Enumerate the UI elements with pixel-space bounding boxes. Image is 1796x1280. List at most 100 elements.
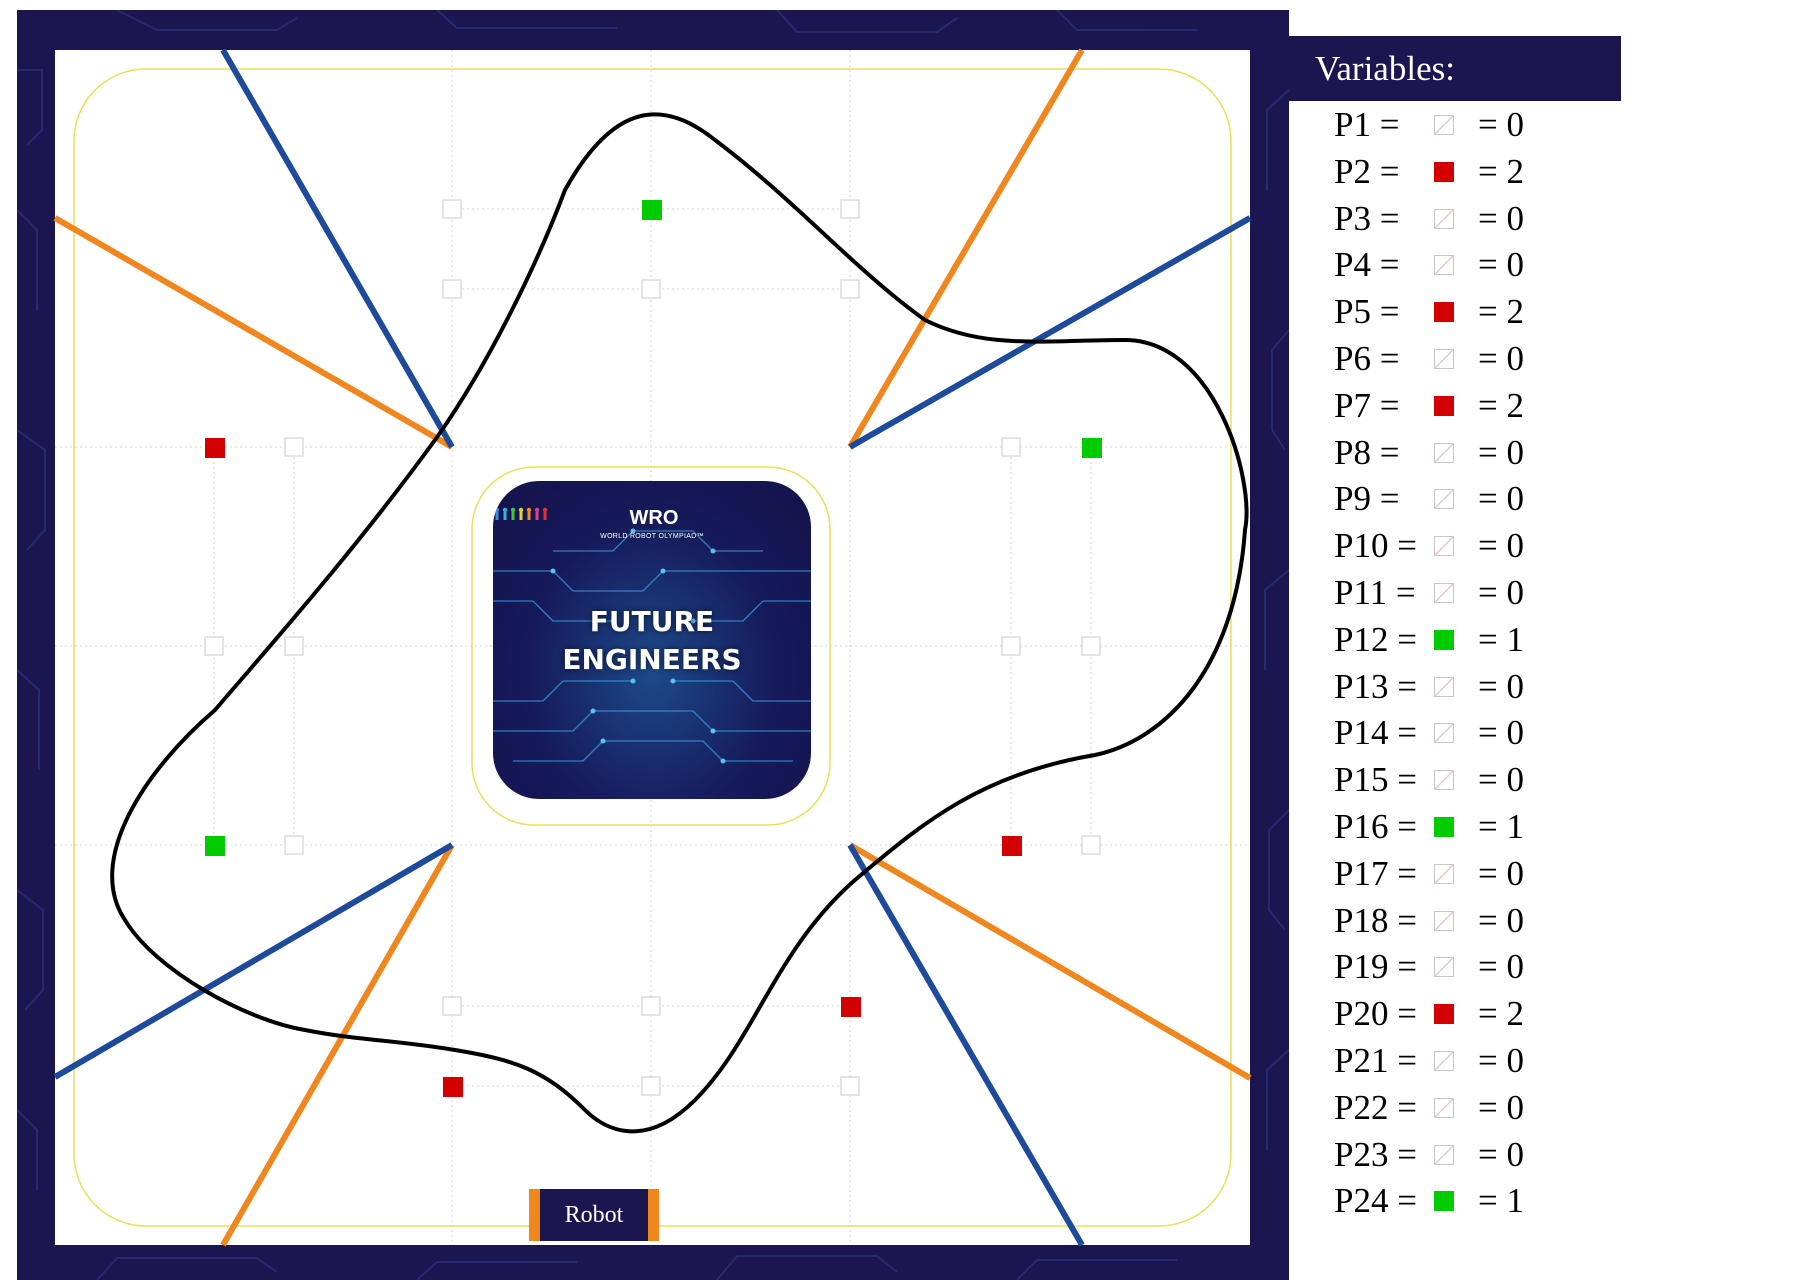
variable-label: P14 = — [1334, 713, 1417, 753]
field-drawing — [53, 48, 1252, 1247]
variable-label: P9 = — [1334, 479, 1400, 519]
card-title-line1: FUTURE — [589, 605, 715, 638]
pillar-slot — [840, 199, 860, 219]
empty-swatch-icon — [1434, 770, 1454, 791]
card-circuit-art — [493, 528, 811, 764]
variable-label: P13 = — [1334, 666, 1417, 706]
variable-label: P23 = — [1334, 1134, 1417, 1174]
wro-figures-icon — [494, 507, 548, 520]
empty-swatch-icon — [1434, 1097, 1454, 1118]
pillar-slot — [1001, 437, 1021, 457]
empty-swatch-icon — [1434, 349, 1454, 369]
variable-value: = 2 — [1478, 292, 1524, 332]
pillar-slot — [284, 835, 304, 855]
variable-value: = 0 — [1478, 432, 1524, 472]
empty-swatch-icon — [1434, 676, 1454, 697]
variable-value: = 0 — [1478, 713, 1524, 753]
variable-value: = 2 — [1478, 385, 1524, 425]
grid-lines — [55, 50, 1250, 1245]
variable-value: = 0 — [1478, 1134, 1524, 1174]
variable-value: = 0 — [1478, 947, 1524, 987]
variable-value: = 0 — [1478, 245, 1524, 285]
variable-value: = 1 — [1478, 807, 1524, 846]
pillar-slot — [284, 636, 304, 656]
variable-label: P22 = — [1334, 1087, 1417, 1127]
variable-value: = 0 — [1478, 198, 1524, 238]
green-pillars — [205, 200, 1102, 856]
empty-swatch-icon — [1434, 863, 1454, 884]
red-swatch-icon — [1434, 1004, 1454, 1025]
variable-value: = 0 — [1478, 666, 1524, 706]
variable-value: = 0 — [1478, 339, 1524, 378]
variable-label: P6 = — [1334, 339, 1400, 378]
red-pillars — [205, 438, 1022, 1097]
variable-label: P2 = — [1334, 151, 1400, 191]
variable-label: P18 = — [1334, 900, 1417, 940]
pillar-slot — [284, 437, 304, 457]
variable-label: P4 = — [1334, 245, 1400, 285]
variable-label: P7 = — [1334, 385, 1400, 425]
variable-value: = 0 — [1478, 479, 1524, 519]
empty-swatch-icon — [1434, 208, 1454, 229]
red-swatch-icon — [1434, 395, 1454, 416]
red-swatch-icon — [1434, 161, 1454, 182]
variable-value: = 2 — [1478, 151, 1524, 191]
red-swatch-icon — [1434, 302, 1454, 323]
variable-value: = 0 — [1478, 105, 1524, 144]
pillar-slot — [840, 279, 860, 299]
red-pillar — [205, 438, 225, 458]
variable-label: P12 = — [1334, 619, 1417, 659]
pillar-slot — [1081, 636, 1101, 656]
pillar-slot — [1001, 636, 1021, 656]
variable-label: P10 = — [1334, 526, 1417, 566]
green-swatch-icon — [1434, 629, 1454, 650]
variable-value: = 0 — [1478, 1087, 1524, 1127]
pillar-slot — [641, 996, 661, 1016]
empty-swatch-icon — [1434, 255, 1454, 276]
card-title-line2: ENGINEERS — [562, 643, 742, 676]
empty-swatch-icon — [1434, 536, 1454, 557]
orange-lines — [53, 48, 1252, 1247]
pillar-slot — [204, 636, 224, 656]
variable-value: = 0 — [1478, 526, 1524, 566]
variable-label: P11 = — [1334, 573, 1416, 612]
game-board: WRO WORLD ROBOT OLYMPIAD™ FUTURE ENGINEE… — [17, 10, 1289, 1280]
inner-boundary — [471, 466, 831, 826]
pillar-slot — [442, 996, 462, 1016]
variable-label: P16 = — [1334, 807, 1417, 846]
play-field: WRO WORLD ROBOT OLYMPIAD™ FUTURE ENGINEE… — [53, 48, 1252, 1247]
variable-value: = 0 — [1478, 1041, 1524, 1080]
empty-swatch-icon — [1434, 910, 1454, 931]
empty-swatch-icon — [1434, 583, 1454, 603]
empty-swatch-icon — [1434, 489, 1454, 510]
empty-swatch-icon — [1434, 442, 1454, 463]
variable-label: P24 = — [1334, 1181, 1417, 1221]
blue-lines — [53, 48, 1252, 1247]
empty-swatch-icon — [1434, 957, 1454, 978]
pillar-slot — [840, 1076, 860, 1096]
variable-label: P1 = — [1334, 105, 1400, 144]
pillar-slot — [1081, 835, 1101, 855]
wro-logo: WRO — [493, 507, 811, 530]
wro-logo-text: WRO — [629, 507, 679, 529]
empty-swatch-icon — [1434, 115, 1454, 135]
variable-value: = 1 — [1478, 619, 1524, 659]
empty-swatch-icon — [1434, 723, 1454, 744]
variable-label: P15 = — [1334, 760, 1417, 800]
variable-value: = 0 — [1478, 900, 1524, 940]
variable-label: P19 = — [1334, 947, 1417, 987]
variable-label: P5 = — [1334, 292, 1400, 332]
future-engineers-card: WRO WORLD ROBOT OLYMPIAD™ FUTURE ENGINEE… — [493, 481, 811, 799]
variable-value: = 1 — [1478, 1181, 1524, 1221]
pillar-slot — [442, 279, 462, 299]
red-pillar — [443, 1077, 463, 1097]
empty-swatch-icon — [1434, 1051, 1454, 1071]
variable-label: P17 = — [1334, 853, 1417, 893]
variable-value: = 0 — [1478, 853, 1524, 893]
green-swatch-icon — [1434, 817, 1454, 837]
red-pillar — [1002, 836, 1022, 856]
variable-label: P8 = — [1334, 432, 1400, 472]
robot-path — [110, 112, 1249, 1134]
robot: Robot — [529, 1189, 659, 1241]
